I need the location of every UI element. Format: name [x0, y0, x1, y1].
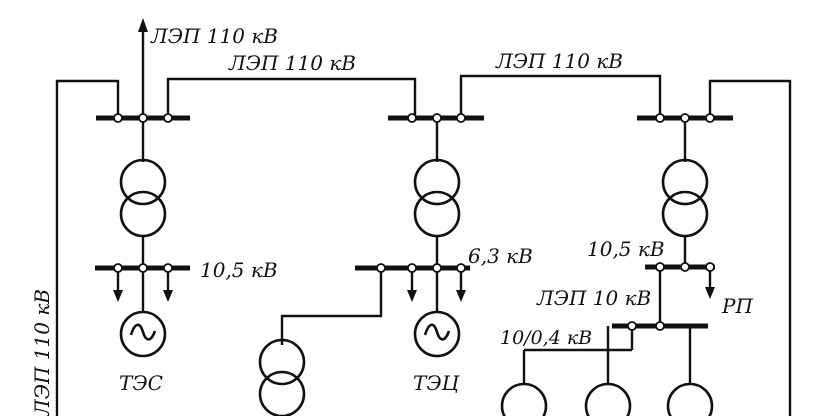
label-substation-voltage: 10/0,4 кВ	[500, 327, 592, 349]
load-motor	[500, 382, 548, 416]
load-motor	[666, 382, 714, 416]
label-rp: РП	[721, 294, 753, 318]
tec-transformer	[413, 158, 461, 238]
arrow-down-icon	[163, 290, 173, 302]
label-tes: ТЭС	[119, 371, 163, 395]
label-line-10kv: ЛЭП 10 кВ	[536, 286, 651, 310]
arrow-up-icon	[138, 18, 148, 32]
rp-substation	[500, 113, 733, 416]
label-line-110kv-vertical: ЛЭП 110 кВ	[30, 289, 54, 416]
tec-generator	[413, 310, 461, 358]
line-110kv-network	[55, 18, 792, 416]
label-tes-bus-voltage: 10,5 кВ	[200, 258, 278, 282]
arrow-down-icon	[113, 290, 123, 302]
arrow-down-icon	[705, 287, 715, 299]
tes-plant	[95, 113, 190, 358]
label-tec: ТЭЦ	[413, 371, 461, 395]
rp-transformer	[661, 158, 709, 238]
label-rp-bus-voltage: 10,5 кВ	[587, 237, 665, 261]
label-line-110kv-tes-tec: ЛЭП 110 кВ	[228, 51, 356, 75]
distribution-transformer	[258, 338, 306, 416]
arrow-down-icon	[407, 290, 417, 302]
label-line-110kv-outgoing: ЛЭП 110 кВ	[150, 24, 278, 48]
label-line-110kv-tec-rp: ЛЭП 110 кВ	[495, 49, 623, 73]
label-tec-bus-voltage: 6,3 кВ	[468, 244, 533, 268]
arrow-down-icon	[456, 290, 466, 302]
tes-generator	[119, 310, 167, 358]
tes-transformer	[119, 158, 167, 238]
tec-plant	[258, 113, 484, 416]
load-motor	[584, 382, 632, 416]
